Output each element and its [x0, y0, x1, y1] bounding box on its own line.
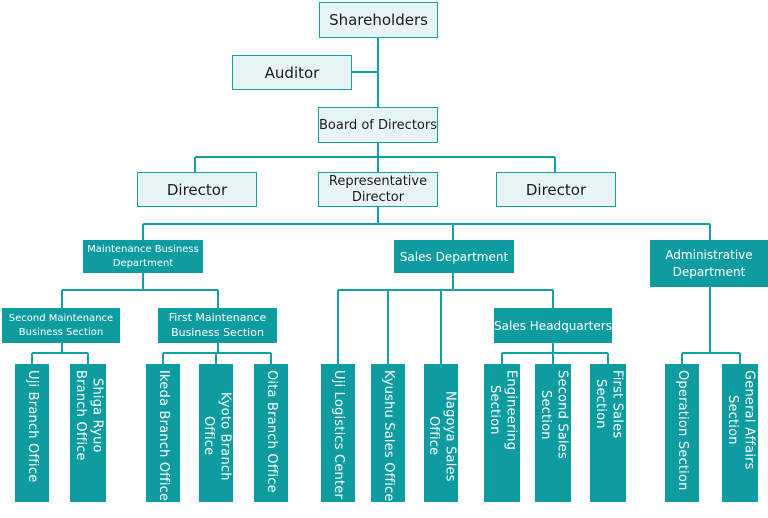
auditor-box: Auditor	[232, 55, 352, 90]
director-right-box: Director	[496, 172, 616, 207]
ikeda-branch-office-box: Ikeda Branch Office	[146, 364, 180, 502]
sales-headquarters-box: Sales Headquarters	[494, 308, 612, 343]
board-of-directors-box: Board of Directors	[318, 107, 438, 143]
kyushu-sales-office-box: Kyushu Sales Office	[371, 364, 405, 502]
oita-branch-office-box: Oita Branch Office	[254, 364, 288, 502]
second-sales-section-box: Second Sales Section	[535, 364, 571, 502]
uji-logistics-center-box: Uji Logistics Center	[321, 364, 355, 502]
director-left-box: Director	[137, 172, 257, 207]
nagoya-sales-office-box: Nagoya Sales Office	[424, 364, 458, 502]
operation-section-box: Operation Section	[665, 364, 699, 502]
second-maintenance-section-box: Second Maintenance Business Section	[2, 308, 120, 343]
first-maintenance-section-box: First Maintenance Business Section	[158, 308, 277, 343]
sales-department-box: Sales Department	[394, 240, 514, 273]
administrative-department-box: Administrative Department	[650, 240, 768, 287]
representative-director-box: Representative Director	[318, 172, 438, 207]
maintenance-department-box: Maintenance Business Department	[83, 240, 203, 273]
general-affairs-section-box: General Affairs Section	[722, 364, 758, 502]
engineering-section-box: Engineering Section	[484, 364, 520, 502]
shiga-ryuo-branch-office-box: Shiga Ryuo Branch Office	[70, 364, 106, 502]
kyoto-branch-office-box: Kyoto Branch Office	[199, 364, 233, 502]
first-sales-section-box: First Sales Section	[590, 364, 626, 502]
shareholders-box: Shareholders	[319, 2, 438, 38]
uji-branch-office-box: Uji Branch Office	[15, 364, 49, 502]
